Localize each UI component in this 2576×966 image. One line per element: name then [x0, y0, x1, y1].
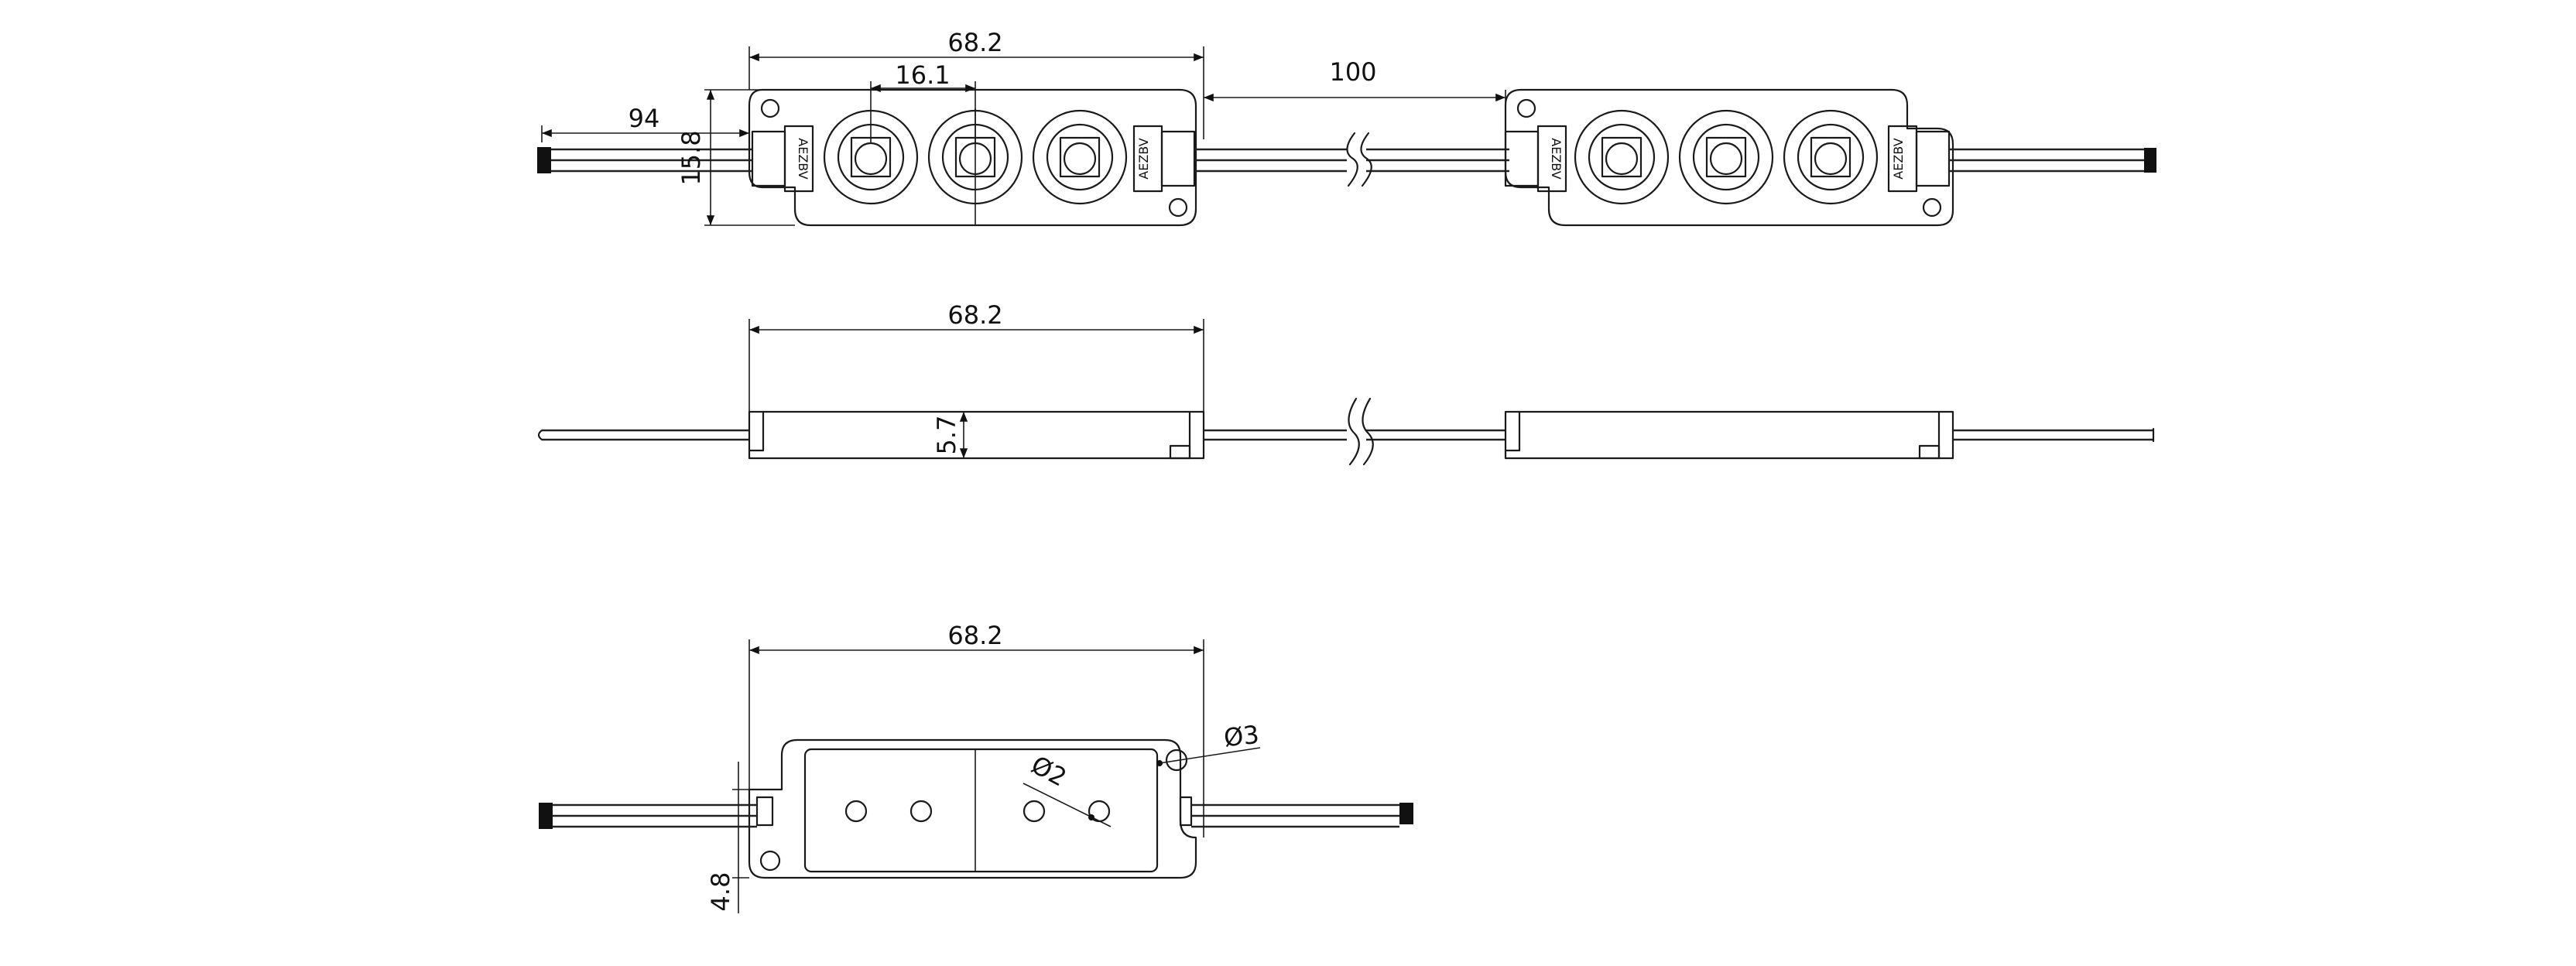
module-2-body	[1504, 88, 1954, 227]
dim-bottom-length: 68.2	[748, 621, 1204, 838]
dim-side-length-label: 68.2	[947, 300, 1002, 330]
dim-led-pitch-label: 16.1	[895, 60, 950, 90]
dim-thickness: 5.7	[932, 412, 968, 458]
module-back	[748, 738, 1197, 879]
dim-height-label: 15.8	[677, 130, 706, 185]
wire-right	[1949, 148, 2156, 173]
dim-wire-length-label: 94	[629, 104, 660, 133]
wire-between	[1194, 132, 1509, 187]
module-2-side	[1504, 410, 1954, 460]
wire-side-between	[1204, 397, 1506, 466]
dim-bottom-offset-label: 4.8	[706, 872, 735, 912]
break-symbol-icon	[1346, 132, 1358, 187]
mount-hole-icon	[760, 98, 780, 118]
module-1-side	[748, 410, 1205, 460]
wire-back-left	[539, 803, 757, 829]
bottom-view: 68.2 Ø3 Ø2 4.8	[539, 621, 1413, 913]
led-icon	[1574, 109, 1670, 205]
connector-marking: AEZBV	[1136, 138, 1151, 180]
mount-hole-icon	[759, 850, 781, 872]
dim-bottom-length-label: 68.2	[947, 621, 1002, 650]
dim-top-length-label: 68.2	[947, 28, 1002, 57]
module-2-top: AEZBV AEZBV	[1504, 88, 1954, 227]
wire-side-right	[1953, 427, 2155, 443]
dim-bottom-offset: 4.8	[706, 762, 749, 913]
wire-back-right	[1191, 803, 1413, 828]
dim-hole-small: Ø2	[1023, 750, 1112, 827]
side-view: 68.2 5.7	[537, 300, 2155, 466]
dim-hole-large: Ø3	[1156, 720, 1260, 766]
top-view: AEZBV AEZBV	[537, 28, 2156, 227]
connector-marking: AEZBV	[1549, 138, 1564, 180]
connector-left-icon: AEZBV	[751, 125, 814, 193]
dim-thickness-label: 5.7	[932, 416, 961, 455]
break-symbol-icon	[1348, 397, 1360, 466]
led-icon	[1032, 109, 1128, 205]
dim-hole-large-label: Ø3	[1222, 720, 1260, 753]
connector-right-icon: AEZBV	[1887, 125, 1951, 193]
dim-spacing: 100	[1204, 57, 1506, 108]
module-1-top: AEZBV AEZBV	[748, 88, 1197, 227]
dim-spacing-label: 100	[1329, 57, 1376, 87]
connector-marking: AEZBV	[796, 138, 810, 180]
connector-right-icon: AEZBV	[1132, 125, 1196, 193]
dim-wire-length: 94	[541, 104, 749, 142]
connector-marking: AEZBV	[1891, 138, 1906, 180]
mount-hole-icon	[1516, 98, 1536, 118]
led-icon	[1783, 109, 1879, 205]
dim-top-length: 68.2	[748, 28, 1204, 139]
dim-side-length: 68.2	[748, 300, 1204, 412]
dim-led-pitch: 16.1	[870, 60, 976, 143]
dim-hole-small-label: Ø2	[1026, 750, 1071, 793]
mount-hole-icon	[1922, 197, 1942, 218]
mount-hole-icon	[1168, 197, 1188, 218]
connector-left-icon: AEZBV	[1504, 125, 1567, 193]
wire-left	[537, 147, 752, 173]
mount-hole-icon	[1165, 748, 1188, 772]
module-back-body	[748, 738, 1197, 879]
dim-height: 15.8	[677, 89, 795, 226]
wire-side-left	[537, 429, 749, 441]
led-icon	[1678, 109, 1774, 205]
